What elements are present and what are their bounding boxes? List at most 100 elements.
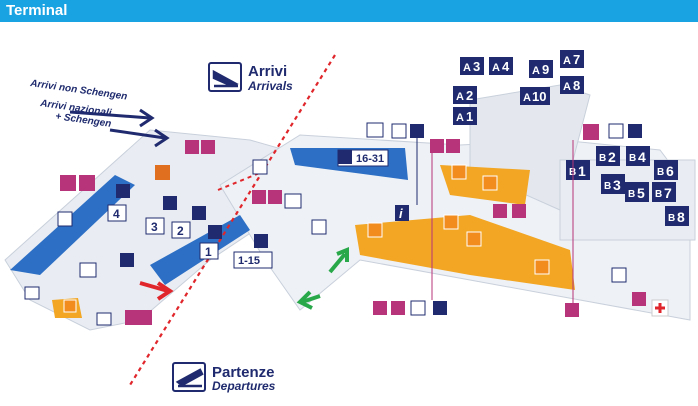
belt-3: 3 <box>145 217 165 235</box>
svg-text:A: A <box>563 81 571 93</box>
arrow-non-schengen-head <box>139 108 155 128</box>
svg-text:A: A <box>523 92 531 104</box>
baggage-icon <box>338 150 352 164</box>
restaurant-icon <box>443 214 459 230</box>
departures-plane-shape <box>175 368 204 388</box>
restaurant-icon <box>63 299 77 313</box>
header-bar: Terminal <box>0 0 698 22</box>
svg-text:8: 8 <box>573 78 580 93</box>
svg-text:9: 9 <box>542 62 549 77</box>
svg-text:A: A <box>492 62 500 74</box>
arrow-red-head <box>156 281 174 301</box>
restaurant-icon <box>534 259 550 275</box>
svg-text:8: 8 <box>677 209 685 225</box>
arrow-green-up-icon <box>328 252 347 274</box>
baggage-icon <box>254 234 268 248</box>
svg-text:4: 4 <box>502 59 510 74</box>
arrow-green-left-icon <box>301 294 321 304</box>
restaurant-icon <box>451 164 467 180</box>
security-icon <box>252 159 268 175</box>
gate-range-departures: 1-15 <box>238 255 260 267</box>
baggage-icon <box>163 196 177 210</box>
taxi-icon <box>120 253 134 267</box>
svg-text:3: 3 <box>473 59 480 74</box>
bus-icon <box>96 312 112 326</box>
orange-zone-bottom <box>355 215 575 290</box>
svg-text:A: A <box>463 62 471 74</box>
departures-gate-icon <box>611 267 627 283</box>
baggage-icon <box>192 206 206 220</box>
svg-text:4: 4 <box>113 207 120 221</box>
money-exchange-icon <box>155 165 170 180</box>
svg-text:A: A <box>456 91 464 103</box>
arrow-schengen-head <box>154 128 170 148</box>
svg-text:A: A <box>456 112 464 124</box>
svg-text:2: 2 <box>608 149 616 165</box>
restroom-icon <box>252 190 266 204</box>
escalator-down-icon <box>628 124 642 138</box>
restaurant-icon <box>482 175 498 191</box>
elevator-icon <box>391 123 407 139</box>
arrivals-title: Arrivi <box>248 63 287 80</box>
restroom-icon <box>583 124 599 140</box>
svg-text:2: 2 <box>466 88 473 103</box>
info-icon: i <box>399 206 403 221</box>
restaurant-icon <box>367 222 383 238</box>
baggage-icon <box>116 184 130 198</box>
svg-text:B: B <box>629 153 636 164</box>
svg-text:6: 6 <box>666 163 674 179</box>
family-icon <box>493 204 507 218</box>
svg-text:B: B <box>655 189 662 200</box>
svg-text:7: 7 <box>664 185 672 201</box>
arrow-green-up-head <box>336 247 349 262</box>
svg-text:A: A <box>563 55 571 67</box>
restroom-icon <box>565 303 579 317</box>
restroom-icon <box>430 139 444 153</box>
restroom-icon <box>185 140 199 154</box>
svg-text:5: 5 <box>637 185 645 201</box>
arrow-red-icon <box>139 281 169 293</box>
svg-text:B: B <box>668 213 675 224</box>
belt-2: 2 <box>171 221 191 239</box>
arrivals-plane-shape <box>212 69 239 88</box>
svg-text:7: 7 <box>573 52 580 67</box>
svg-text:10: 10 <box>532 89 546 104</box>
header-title: Terminal <box>6 2 68 19</box>
svg-text:B: B <box>628 189 635 200</box>
svg-text:4: 4 <box>638 149 646 165</box>
svg-text:B: B <box>657 167 664 178</box>
svg-text:1: 1 <box>578 163 586 179</box>
wheelchair-icon <box>201 140 215 154</box>
elevator-icon <box>410 300 426 316</box>
wheelchair-icon <box>137 310 152 325</box>
arrivals-subtitle: Arrivals <box>247 79 293 93</box>
wheelchair-icon <box>632 292 646 306</box>
svg-text:3: 3 <box>151 220 158 234</box>
arrow-schengen-icon <box>109 128 166 140</box>
restaurant-icon <box>466 231 482 247</box>
gate-range-arrivals: 16-31 <box>356 153 384 165</box>
belt-4: 4 <box>107 204 127 222</box>
belt-1: 1 <box>199 242 219 260</box>
gate-b1: B1 <box>566 160 590 180</box>
wheelchair-icon <box>446 139 460 153</box>
svg-text:3: 3 <box>613 177 621 193</box>
wheelchair-icon <box>512 204 526 218</box>
escalator-up-icon <box>410 124 424 138</box>
arrow-green-left-head <box>296 290 313 310</box>
police-icon <box>366 122 384 138</box>
lost-found-icon <box>284 193 302 209</box>
